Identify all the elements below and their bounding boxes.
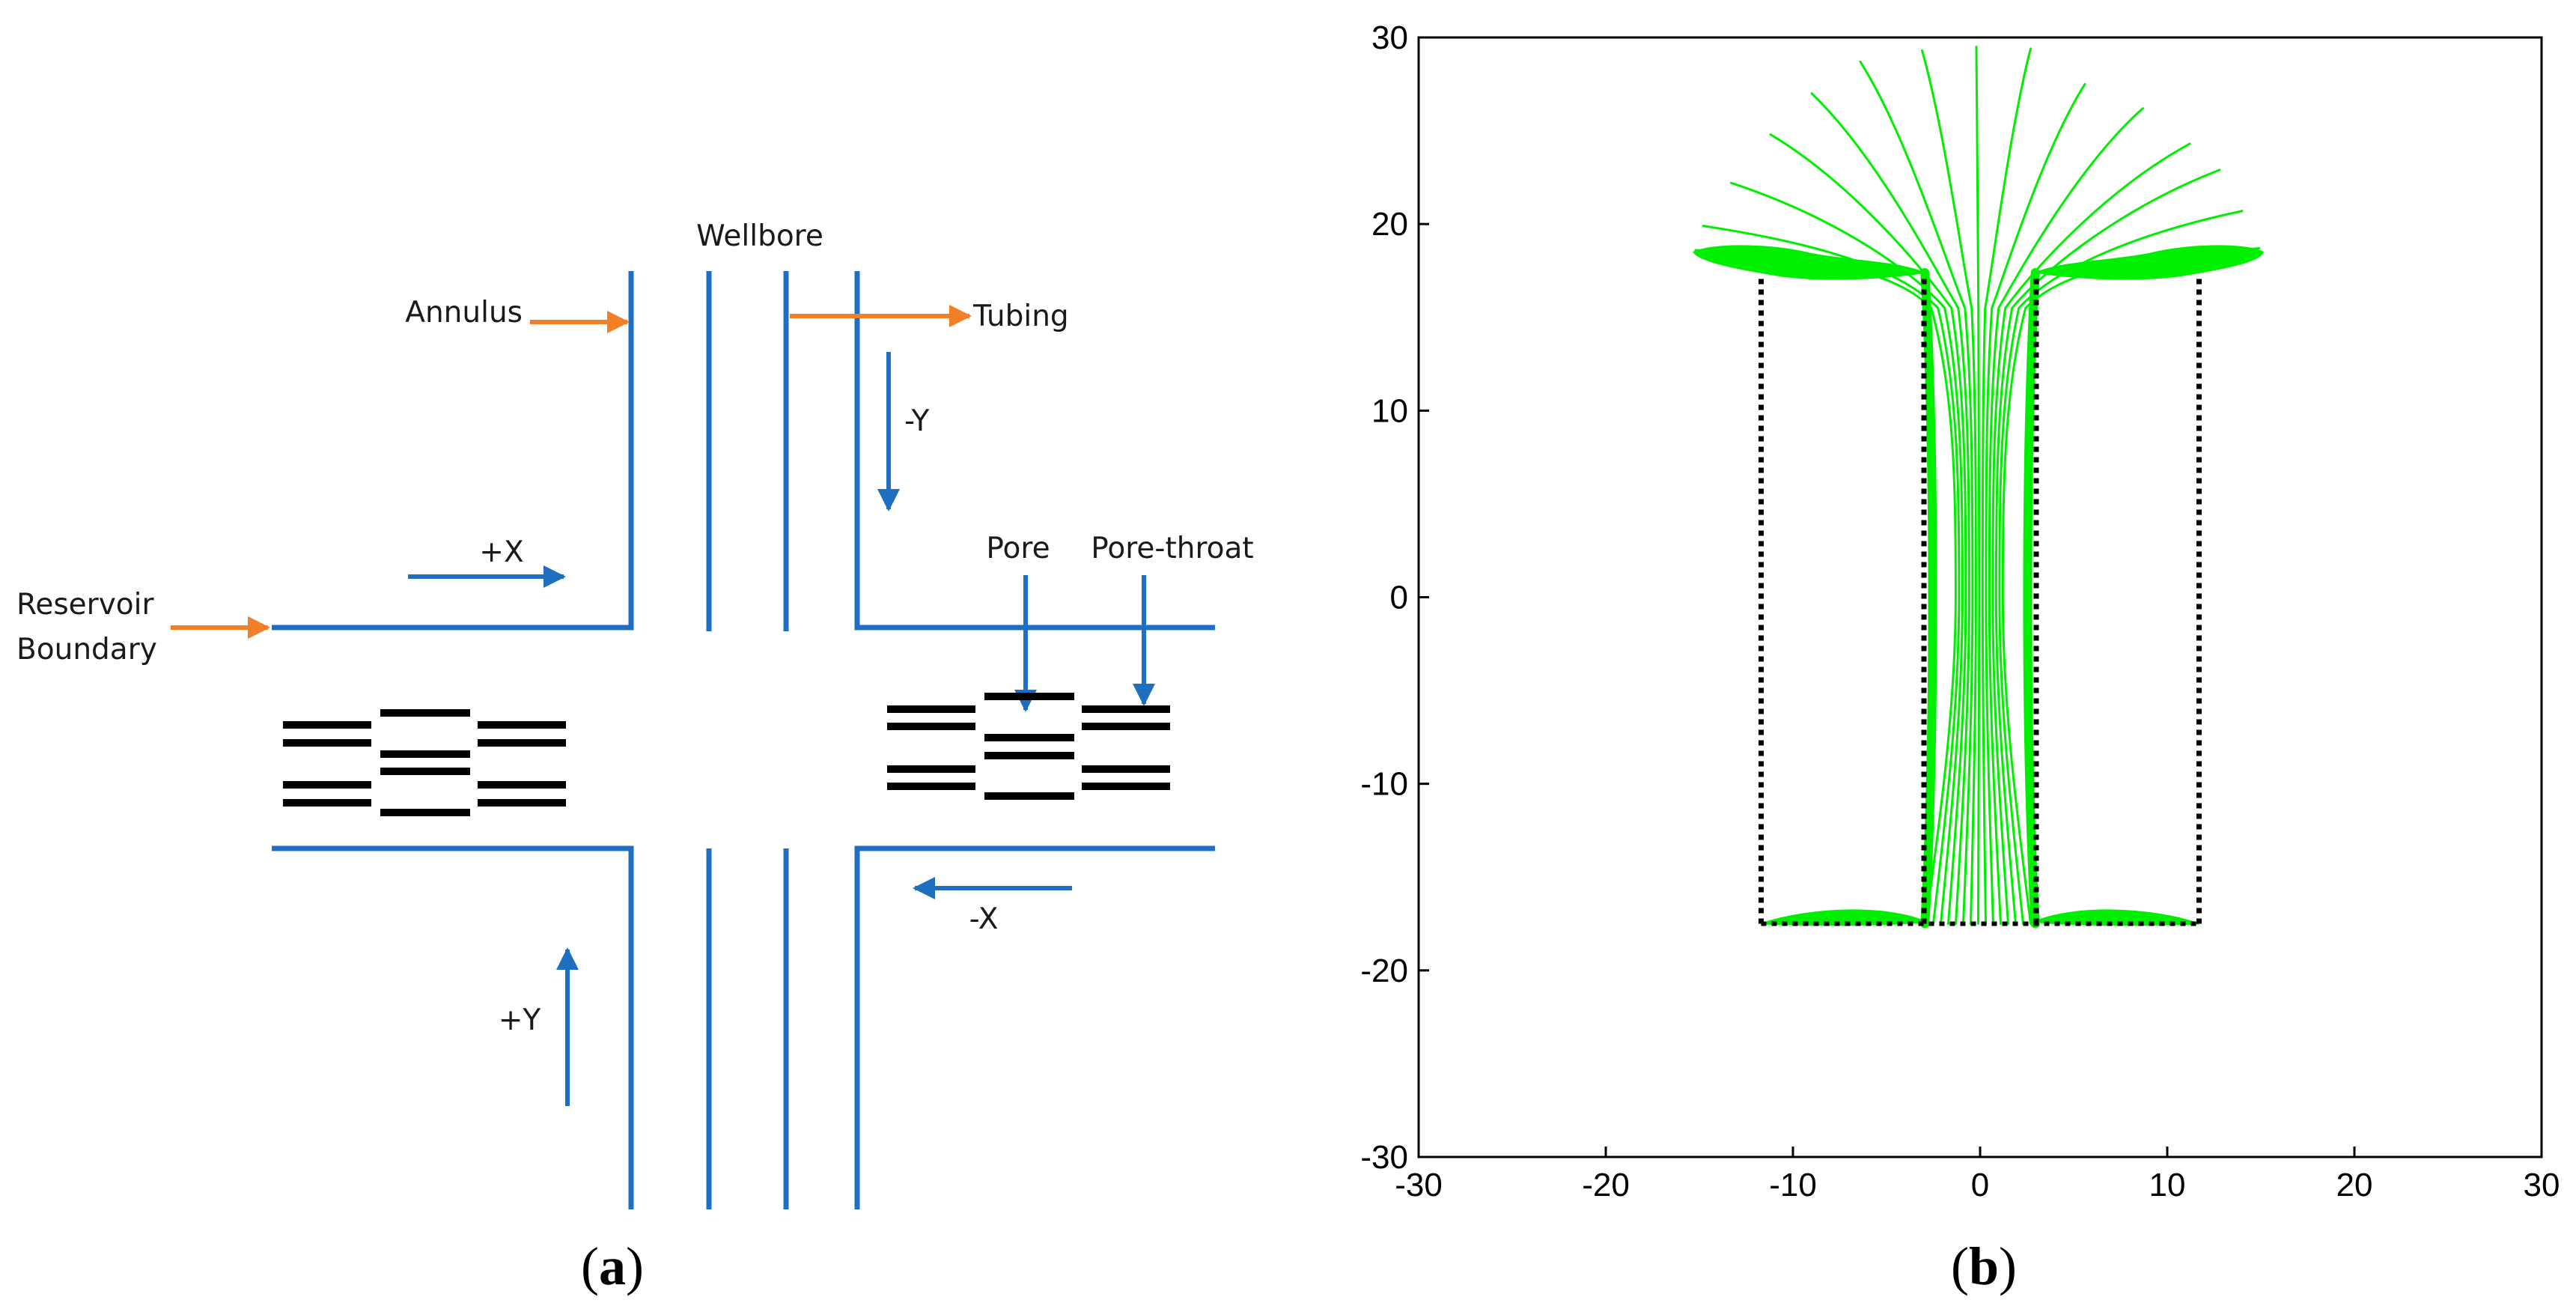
pore-bar (887, 765, 975, 773)
pore-bar (380, 768, 470, 775)
streamline (1988, 107, 2144, 926)
streamline (1921, 49, 1977, 926)
plus-y-label: +Y (499, 1003, 541, 1037)
y-tick-label: -30 (1360, 1139, 1408, 1176)
streamline (1730, 181, 1964, 926)
label-pointer-arrows (171, 305, 972, 639)
streamline (1994, 168, 2221, 926)
wellbore-walls (272, 271, 1215, 1209)
boundary-lines (1759, 274, 2202, 926)
streamline (1694, 249, 1957, 926)
x-tick-label: 10 (2149, 1167, 2186, 1203)
pore-network-right (887, 693, 1170, 800)
pore-label: Pore (986, 532, 1050, 565)
lower-right-boundary (854, 845, 1215, 1209)
pore-bar (380, 809, 470, 816)
panel-b-chart: -30 -20 -10 0 10 20 30 30 20 10 0 -10 -20 -30 (b) (1360, 19, 2560, 1296)
y-tick-label: 20 (1371, 206, 1408, 243)
streamline (1981, 47, 2032, 926)
pore-bar (478, 781, 566, 789)
panel-a-caption: (a) (581, 1236, 644, 1296)
upper-left-boundary (272, 271, 634, 631)
y-tick-label: -10 (1360, 766, 1408, 803)
panel-a-diagram: Wellbore Annulus Tubing -Y +X Pore Pore-… (16, 219, 1254, 1296)
minus-x-label: -X (969, 902, 999, 936)
streamline (1991, 142, 2191, 926)
wellbore-label: Wellbore (696, 219, 823, 253)
streamline (1702, 225, 1961, 926)
caption-paren-open: ( (1951, 1236, 1969, 1296)
pore-bar (887, 723, 975, 730)
y-tick-label: 30 (1371, 19, 1408, 56)
streamline (1985, 82, 2086, 926)
reservoir-label-line1: Reservoir (16, 588, 154, 622)
y-tick-label: -20 (1360, 953, 1408, 989)
streamline (1859, 60, 1974, 926)
pore-bar (380, 709, 470, 717)
x-tick-label: -10 (1769, 1167, 1817, 1203)
pore-bar (984, 752, 1074, 759)
caption-letter: b (1969, 1236, 1999, 1296)
y-axis: 30 20 10 0 -10 -20 -30 (1360, 19, 1429, 1176)
panel-a-labels: Wellbore Annulus Tubing -Y +X Pore Pore-… (16, 219, 1254, 1037)
pore-bar (984, 734, 1074, 741)
caption-paren-close: ) (626, 1236, 644, 1296)
x-axis: -30 -20 -10 0 10 20 30 (1395, 1147, 2560, 1203)
tubing-label: Tubing (972, 300, 1069, 333)
upper-right-boundary (854, 271, 1215, 631)
x-tick-label: 0 (1971, 1167, 1989, 1203)
flow-direction-arrows (408, 352, 1155, 1106)
minus-y-label: -Y (904, 404, 929, 438)
pore-bar (478, 721, 566, 729)
pore-bar (887, 783, 975, 790)
plus-x-label: +X (479, 535, 523, 569)
pore-throat-label: Pore-throat (1091, 532, 1253, 565)
y-tick-label: 0 (1390, 580, 1408, 616)
annulus-label: Annulus (405, 296, 523, 329)
pore-bar (1082, 705, 1170, 713)
pore-bar (478, 739, 566, 747)
streamline (1998, 210, 2244, 926)
streamline (2001, 247, 2260, 926)
caption-paren-close: ) (1999, 1236, 2017, 1296)
streamline (1810, 92, 1970, 926)
pore-bar (283, 781, 371, 789)
pore-bar (283, 739, 371, 747)
stem-left-edge (1920, 267, 1937, 929)
pore-bar (283, 799, 371, 807)
pore-bar (478, 799, 566, 807)
pore-bar (283, 721, 371, 729)
streamline (1975, 45, 1981, 926)
pore-bar (1082, 783, 1170, 790)
pore-bar (984, 792, 1074, 800)
pore-bar (984, 693, 1074, 700)
pore-bar (380, 750, 470, 758)
reservoir-label-line2: Boundary (16, 633, 157, 666)
y-tick-label: 10 (1371, 392, 1408, 429)
panel-b-caption: (b) (1951, 1236, 2017, 1296)
x-tick-label: -30 (1395, 1167, 1443, 1203)
x-tick-label: -20 (1582, 1167, 1630, 1203)
pore-bar (887, 705, 975, 713)
x-tick-label: 20 (2336, 1167, 2373, 1203)
streamlines (1693, 45, 2264, 929)
streamline (1769, 133, 1967, 926)
pore-network-left (283, 709, 566, 816)
stem-right-edge (2023, 267, 2040, 929)
caption-letter: a (599, 1236, 626, 1296)
pore-bar (1082, 723, 1170, 730)
lower-left-boundary (272, 845, 634, 1209)
caption-paren-open: ( (581, 1236, 599, 1296)
x-tick-label: 30 (2524, 1167, 2560, 1203)
pore-bar (1082, 765, 1170, 773)
